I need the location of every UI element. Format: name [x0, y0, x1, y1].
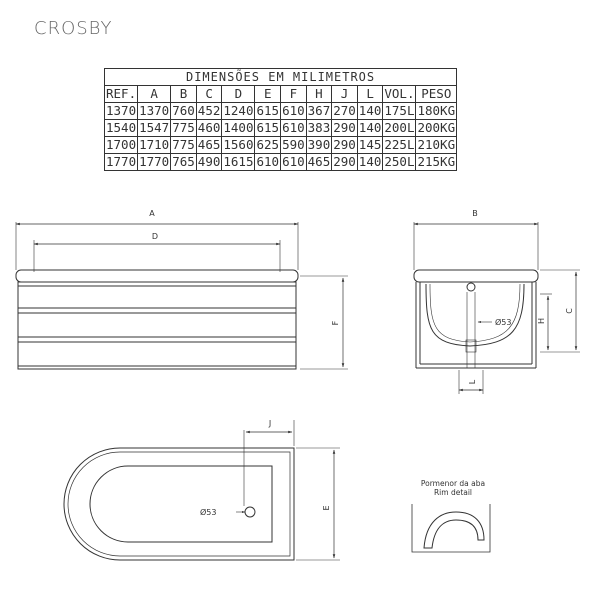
- label-h: H: [537, 318, 546, 324]
- table-cell: 290: [331, 119, 358, 137]
- table-cell: 1770: [137, 153, 172, 171]
- table-cell: 250L: [382, 153, 417, 171]
- table-row: 1540 1547 775 460 1400 615 610 383 290 1…: [103, 119, 458, 137]
- front-body: [17, 281, 297, 370]
- table-row: 1770 1770 765 490 1615 610 610 465 290 1…: [103, 153, 458, 171]
- label-c: C: [565, 308, 574, 314]
- table-cell: 1370: [103, 102, 139, 120]
- rim-detail-frame: [411, 504, 491, 553]
- table-cell: 1540: [103, 119, 139, 137]
- label-diameter-side: Ø53: [495, 317, 511, 327]
- label-d: D: [152, 232, 158, 241]
- drain-circle: [244, 506, 256, 518]
- table-cell: 290: [331, 136, 358, 154]
- table-cell: 1370: [137, 102, 172, 120]
- brand-title: CROSBY: [34, 18, 113, 39]
- table-cell: 383: [305, 119, 333, 137]
- table-cell: 1240: [221, 102, 256, 120]
- table-cell: 490: [195, 153, 223, 171]
- label-l: L: [468, 379, 477, 384]
- side-view: [413, 222, 580, 394]
- table-row: 1700 1710 775 465 1560 625 590 390 290 1…: [103, 136, 458, 154]
- overflow-circle: [466, 282, 476, 292]
- table-cell: 225L: [382, 136, 417, 154]
- col-header: VOL.: [382, 85, 417, 103]
- table-cell: 775: [170, 136, 197, 154]
- label-f: F: [331, 320, 340, 325]
- top-view: [63, 420, 340, 561]
- detail-caption-line1: Pormenor da aba: [421, 479, 485, 488]
- rim-detail: [411, 504, 491, 553]
- label-diameter-top: Ø53: [200, 507, 216, 517]
- table-cell: 1615: [221, 153, 256, 171]
- label-a: A: [149, 209, 155, 218]
- table-cell: 615: [254, 119, 282, 137]
- table-cell: 180KG: [415, 102, 458, 120]
- label-j: J: [268, 419, 271, 428]
- table-header-row: REF. A B C D E F H J L VOL. PESO: [103, 85, 458, 103]
- table-cell: 775: [170, 119, 197, 137]
- table-cell: 765: [170, 153, 197, 171]
- table-cell: 215KG: [415, 153, 458, 171]
- detail-caption-line2: Rim detail: [434, 488, 472, 497]
- label-e: E: [322, 505, 331, 510]
- side-rim: [413, 269, 539, 283]
- front-rim: [15, 269, 299, 283]
- dimensions-table: DIMENSÕES EM MILIMETROS REF. A B C D E F…: [103, 68, 458, 171]
- table-cell: 140: [356, 119, 384, 137]
- top-outer-rim: [63, 447, 295, 561]
- label-b: B: [472, 209, 478, 218]
- table-cell: 465: [195, 136, 223, 154]
- table-cell: 1770: [103, 153, 139, 171]
- rim-profile: [423, 511, 485, 549]
- front-view: [15, 222, 348, 370]
- side-basin-curve: [425, 283, 525, 347]
- table-cell: 465: [305, 153, 333, 171]
- top-inner-basin: [89, 465, 273, 543]
- col-header: REF.: [103, 85, 139, 103]
- table-cell: 1710: [137, 136, 172, 154]
- table-cell: 140: [356, 102, 384, 120]
